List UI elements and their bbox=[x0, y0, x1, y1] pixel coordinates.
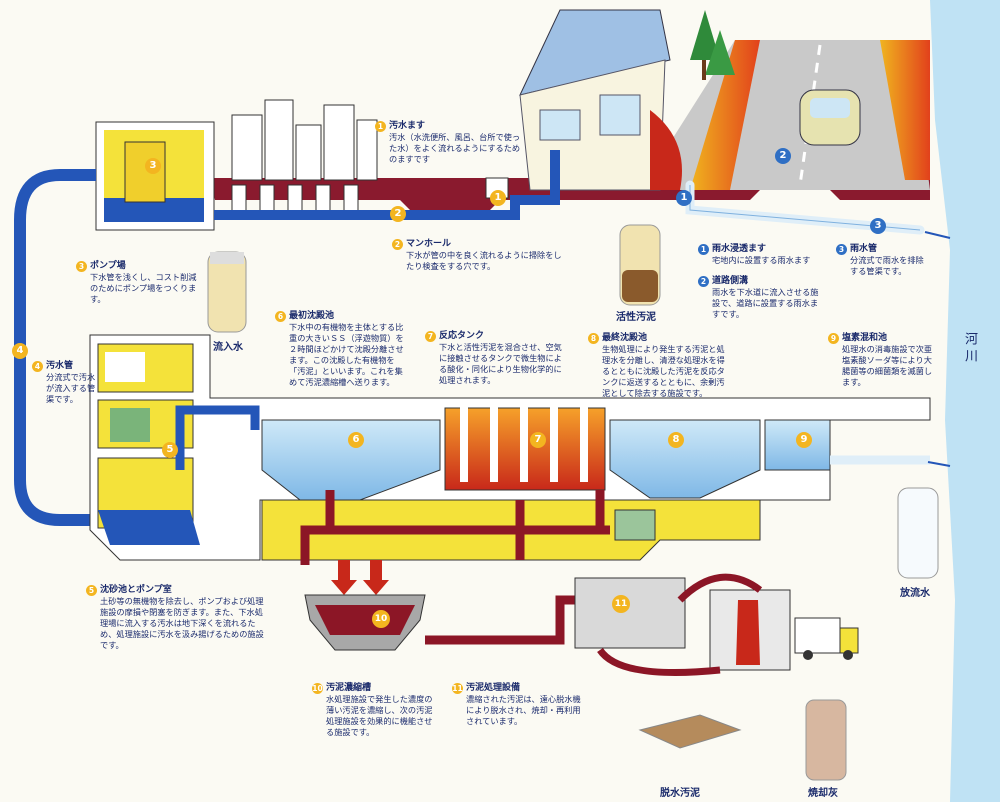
downflow-arrows bbox=[331, 560, 389, 595]
caption-activated-sludge: 活性汚泥 bbox=[616, 312, 656, 323]
sludge-pipes bbox=[300, 490, 610, 565]
caption-ash: 焼却灰 bbox=[808, 788, 838, 799]
marker-11: 11 bbox=[612, 595, 630, 613]
tray-dewatered-sludge bbox=[638, 714, 742, 749]
marker-3: 3 bbox=[145, 158, 161, 174]
final-settling-tank bbox=[609, 419, 761, 499]
bottle-influent bbox=[207, 251, 247, 333]
city-buildings bbox=[231, 99, 378, 181]
trees bbox=[690, 10, 735, 80]
centrifuge bbox=[574, 577, 686, 649]
sludge-loop bbox=[597, 573, 763, 676]
thickener-outlet bbox=[425, 595, 575, 645]
marker-2: 2 bbox=[390, 206, 406, 222]
caption-dewatered-sludge: 脱水汚泥 bbox=[660, 788, 700, 799]
marker-rain-1: 1 bbox=[676, 190, 692, 206]
caption-influent: 流入水 bbox=[213, 342, 243, 353]
control-panel bbox=[614, 509, 656, 541]
caption-effluent: 放流水 bbox=[900, 588, 930, 599]
marker-10: 10 bbox=[372, 610, 390, 628]
marker-rain-2: 2 bbox=[775, 148, 791, 164]
marker-rain-3: 3 bbox=[870, 218, 886, 234]
marker-1: 1 bbox=[490, 190, 506, 206]
car bbox=[799, 89, 861, 146]
pump-riser bbox=[175, 405, 260, 470]
manhole-shafts bbox=[231, 177, 509, 216]
roadside-strip bbox=[690, 40, 760, 190]
grit-chamber bbox=[98, 510, 200, 545]
caption-river: 河川 bbox=[962, 332, 977, 366]
river bbox=[930, 0, 1000, 802]
marker-6: 6 bbox=[348, 432, 364, 448]
pump-station bbox=[95, 121, 215, 231]
marker-7: 7 bbox=[530, 432, 546, 448]
marker-4: 4 bbox=[12, 343, 28, 359]
reaction-baffles bbox=[460, 402, 588, 482]
marker-9: 9 bbox=[796, 432, 812, 448]
bottle-ash bbox=[805, 699, 847, 781]
bottle-effluent bbox=[897, 487, 939, 579]
marker-8: 8 bbox=[668, 432, 684, 448]
truck bbox=[794, 617, 859, 660]
sidewalk bbox=[880, 40, 930, 180]
top-sewer-pipe bbox=[214, 150, 560, 220]
house bbox=[519, 9, 682, 191]
marker-5: 5 bbox=[162, 442, 178, 458]
bottle-activated-sludge bbox=[619, 224, 661, 306]
